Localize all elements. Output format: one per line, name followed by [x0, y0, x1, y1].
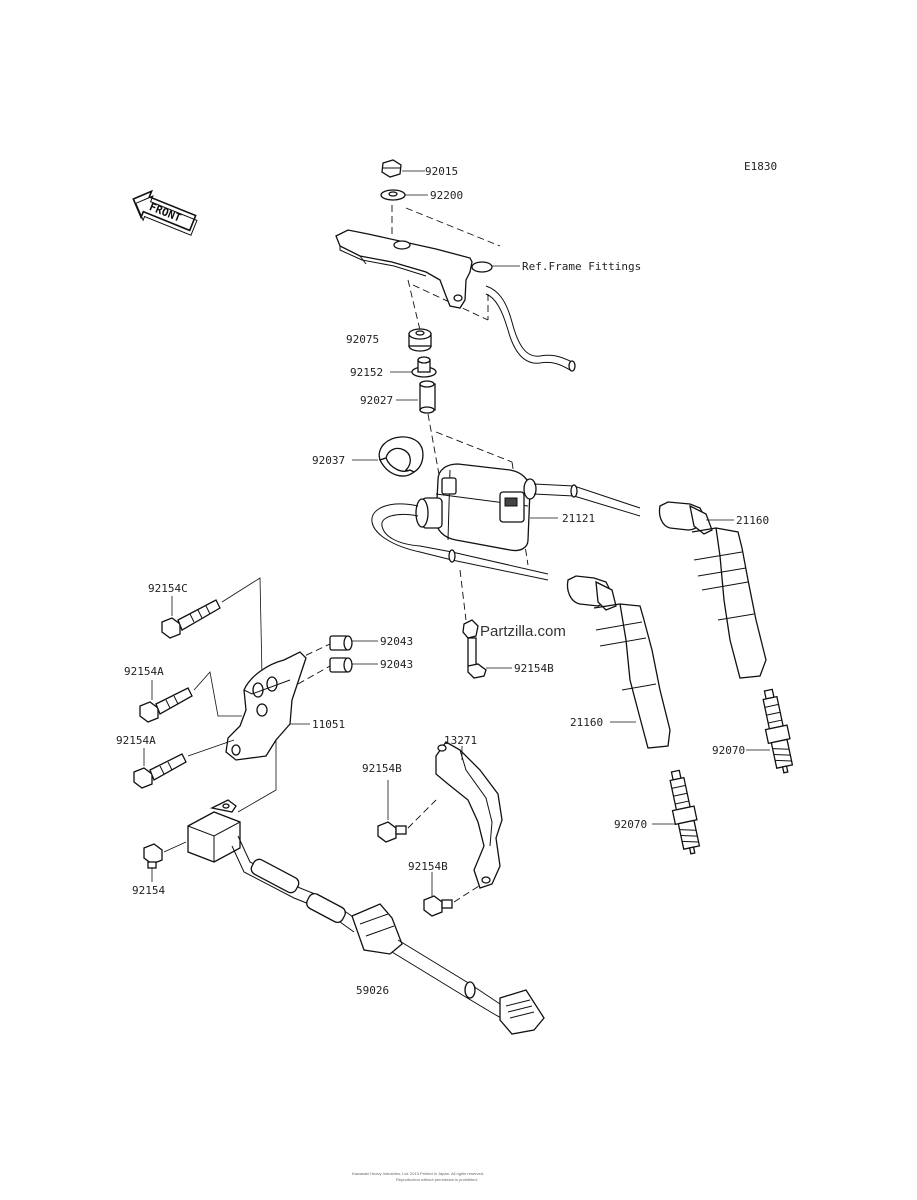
wire-harness-59026	[231, 835, 545, 1035]
sensor-unit	[187, 799, 241, 863]
bolt-92154b-lower	[423, 895, 453, 917]
bolt-92154c	[161, 599, 221, 639]
callout-132: 92154B	[514, 662, 554, 675]
callout-92070-right: 92070	[712, 744, 745, 757]
spacer-92027	[419, 380, 436, 414]
cover-13271	[435, 741, 503, 889]
callout-92043-upper: 92043	[380, 635, 413, 648]
bracket-11051	[225, 651, 307, 761]
bolt-92154	[143, 843, 163, 869]
plug-cap-21160-right	[658, 501, 767, 679]
bolt-92154a-lower	[133, 753, 187, 789]
bolt-132	[459, 569, 487, 679]
callout-92154b-upper: 92154B	[362, 762, 402, 775]
collar-92043-upper	[329, 635, 353, 651]
callout-92154a-upper: 92154A	[124, 665, 164, 678]
callout-92154a-lower: 92154A	[116, 734, 156, 747]
callout-21121: 21121	[562, 512, 595, 525]
callout-92037: 92037	[312, 454, 345, 467]
grommet-92075	[408, 328, 432, 352]
callout-92015: 92015	[425, 165, 458, 178]
callout-11051: 11051	[312, 718, 345, 731]
mounting-bracket	[335, 229, 493, 309]
footer-copyright: Kawasaki Heavy Industries, Ltd. 2013 Pri…	[352, 1171, 484, 1176]
nut-92015	[381, 159, 402, 178]
bolt-92154b-upper	[377, 821, 407, 843]
plug-cap-21160-left	[566, 575, 671, 749]
spark-plug-92070-right	[762, 688, 794, 774]
bolt-92154a-upper	[139, 687, 193, 723]
footer-notice: Reproduction without permission is prohi…	[396, 1177, 478, 1182]
callout-92154c: 92154C	[148, 582, 188, 595]
callout-92075: 92075	[346, 333, 379, 346]
collar-92152	[411, 356, 437, 378]
washer-92200	[380, 189, 406, 201]
collar-92043-lower	[329, 657, 353, 673]
ignition-coil-21121	[415, 463, 537, 552]
callout-92154: 92154	[132, 884, 165, 897]
diagram-code: E1830	[744, 160, 777, 173]
callout-92070-left: 92070	[614, 818, 647, 831]
reference-label: Ref.Frame Fittings	[522, 260, 641, 273]
clamp-92037	[378, 436, 424, 477]
callout-92027: 92027	[360, 394, 393, 407]
callout-13271: 13271	[444, 734, 477, 747]
spark-plug-92070-left	[669, 769, 701, 855]
callout-21160-left: 21160	[570, 716, 603, 729]
watermark: Partzilla.com	[480, 623, 566, 640]
callout-21160-right: 21160	[736, 514, 769, 527]
callout-92043-lower: 92043	[380, 658, 413, 671]
callout-92152: 92152	[350, 366, 383, 379]
front-arrow-icon: FRONT	[132, 189, 198, 236]
callout-92154b-lower-label: 92154B	[408, 860, 448, 873]
callout-59026: 59026	[356, 984, 389, 997]
callout-92200: 92200	[430, 189, 463, 202]
